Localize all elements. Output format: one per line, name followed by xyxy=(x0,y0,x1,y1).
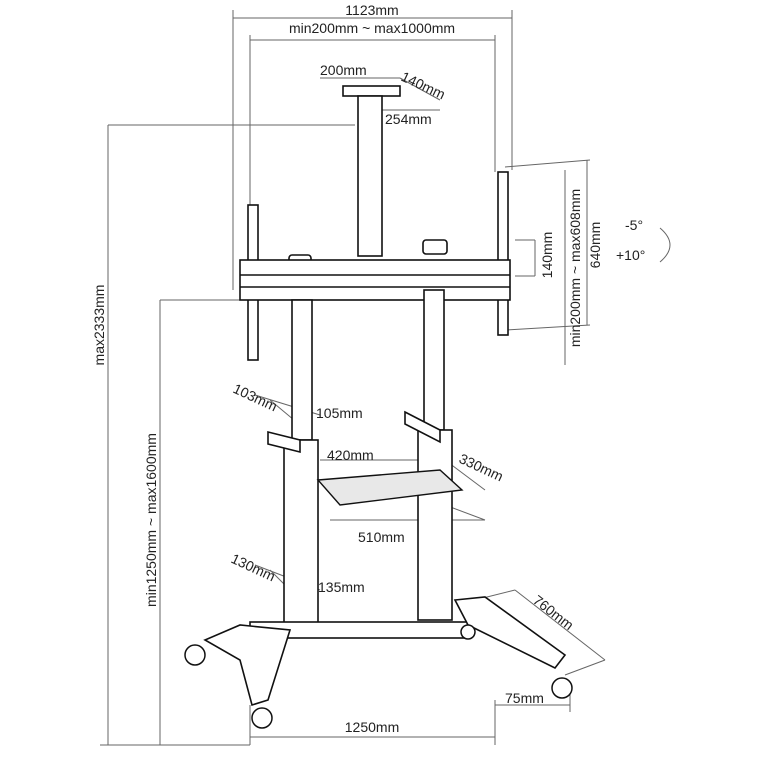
max-height-label: max2333mm xyxy=(91,285,107,366)
dimension-lines xyxy=(100,10,671,746)
right-upper-column xyxy=(423,289,445,431)
shelf-depth-label: 330mm xyxy=(457,450,506,484)
right-lower-column xyxy=(417,429,453,621)
left-foot xyxy=(203,624,292,707)
top-plate-depth-label: 140mm xyxy=(399,68,448,102)
bracket-height-label: 140mm xyxy=(539,232,555,279)
shelf-width-label: 420mm xyxy=(327,447,374,463)
right-foot xyxy=(453,596,567,670)
lower-column-depth-label: 130mm xyxy=(229,550,278,584)
tilt-up-label: -5° xyxy=(625,217,643,233)
base-width-label: 1250mm xyxy=(345,719,399,735)
left-upper-column xyxy=(291,299,313,441)
left-lower-column xyxy=(283,439,319,636)
vesa-width-label: min200mm ~ max1000mm xyxy=(289,20,455,36)
crossbar xyxy=(239,259,511,301)
mount-height-label: min1250mm ~ max1600mm xyxy=(143,433,159,607)
rail-height-label: 640mm xyxy=(587,222,603,269)
camera-column xyxy=(357,95,383,257)
stand xyxy=(184,85,573,729)
upper-column-width-label: 105mm xyxy=(316,405,363,421)
shelf-total-width-label: 510mm xyxy=(358,529,405,545)
top-plate-width-label: 200mm xyxy=(320,62,367,78)
top-plate xyxy=(342,85,401,97)
wheel-offset-label: 75mm xyxy=(505,690,544,706)
upper-column-depth-label: 103mm xyxy=(231,380,280,414)
tilt-down-label: +10° xyxy=(616,247,645,263)
lower-column-width-label: 135mm xyxy=(318,579,365,595)
tilt-arrow-icon xyxy=(659,227,671,263)
right-vesa-rail xyxy=(497,171,509,336)
shelf xyxy=(316,469,464,506)
overall-width-label: 1123mm xyxy=(345,2,398,18)
base-depth-label: 760mm xyxy=(530,592,577,633)
vesa-height-label: min200mm ~ max608mm xyxy=(567,189,583,347)
top-plate-length-label: 254mm xyxy=(385,111,432,127)
